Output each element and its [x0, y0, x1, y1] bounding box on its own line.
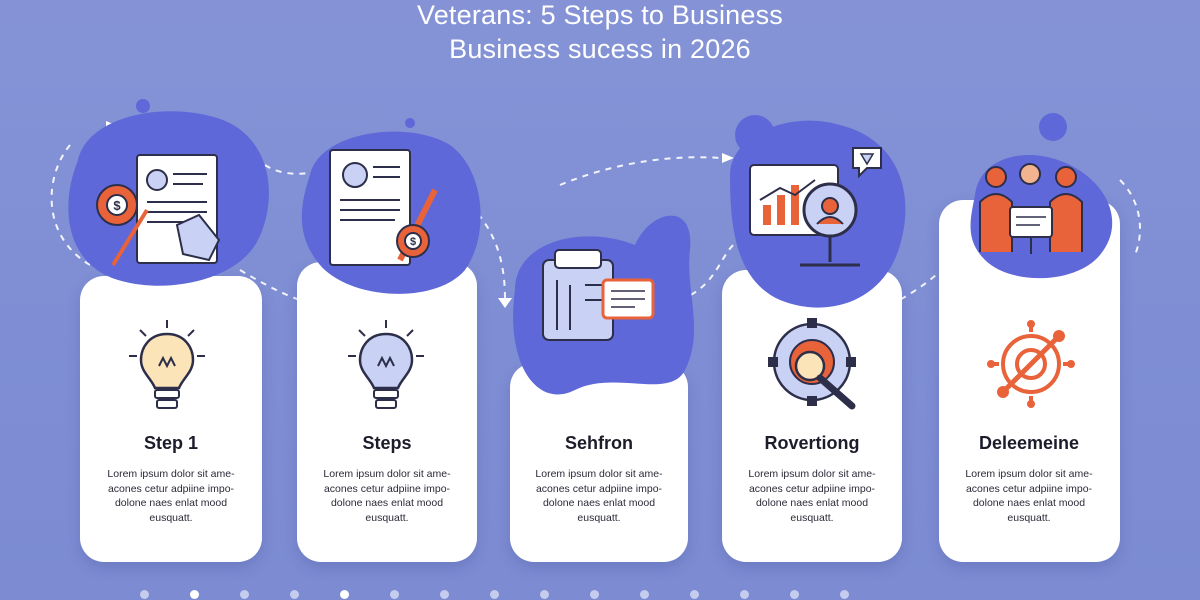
page-title-line-2: Business sucess in 2026 — [449, 34, 751, 64]
step-desc-3: Lorem ipsum dolor sit ame- acones cetur … — [535, 468, 663, 524]
resume-wrench-dollar-icon: $ — [329, 149, 438, 266]
step-title-4: Rovertiong — [764, 433, 860, 453]
pagination-dot[interactable] — [740, 590, 749, 599]
pagination-dot[interactable] — [290, 590, 299, 599]
pagination-dot[interactable] — [490, 590, 499, 599]
lightbulb-icon — [348, 320, 424, 409]
pagination-dot[interactable] — [240, 590, 249, 599]
step-desc-2: Lorem ipsum dolor sit ame- acones cetur … — [323, 468, 451, 524]
pagination-dot[interactable] — [540, 590, 549, 599]
pagination-dot[interactable] — [440, 590, 449, 599]
step-title-3: Sehfron — [564, 433, 633, 453]
step-title-5: Deleemeine — [978, 433, 1080, 453]
pagination-dot[interactable] — [340, 590, 349, 599]
gear-magnifier-icon — [768, 318, 856, 410]
step-desc-4: Lorem ipsum dolor sit ame- acones cetur … — [748, 468, 876, 524]
pagination-dot[interactable] — [640, 590, 649, 599]
step-card-1 — [80, 276, 262, 562]
page-title-line-1: Veterans: 5 Steps to Business — [416, 0, 783, 30]
pagination-dot[interactable] — [840, 590, 849, 599]
lightbulb-icon — [129, 320, 205, 409]
pagination-dots — [0, 590, 1200, 600]
svg-text:$: $ — [410, 236, 416, 248]
step-title-2: Steps — [362, 433, 412, 453]
pagination-dot[interactable] — [790, 590, 799, 599]
team-presentation-icon — [979, 163, 1083, 254]
step-desc-1: Lorem ipsum dolor sit ame- acones cetur … — [107, 468, 235, 524]
pagination-dot[interactable] — [140, 590, 149, 599]
step-title-1: Step 1 — [143, 433, 199, 453]
step-card-2 — [297, 262, 477, 562]
target-crosshair-icon — [987, 320, 1075, 408]
svg-text:$: $ — [113, 198, 121, 213]
step-card-3 — [510, 363, 688, 562]
pagination-dot[interactable] — [390, 590, 399, 599]
step-desc-5: Lorem ipsum dolor sit ame- acones cetur … — [965, 468, 1093, 524]
pagination-dot[interactable] — [590, 590, 599, 599]
pagination-dot[interactable] — [690, 590, 699, 599]
machine-document-icon — [542, 249, 655, 341]
monitor-chart-search-icon — [749, 147, 882, 267]
pagination-dot[interactable] — [190, 590, 199, 599]
resume-gear-dollar-icon: $ — [96, 154, 221, 267]
